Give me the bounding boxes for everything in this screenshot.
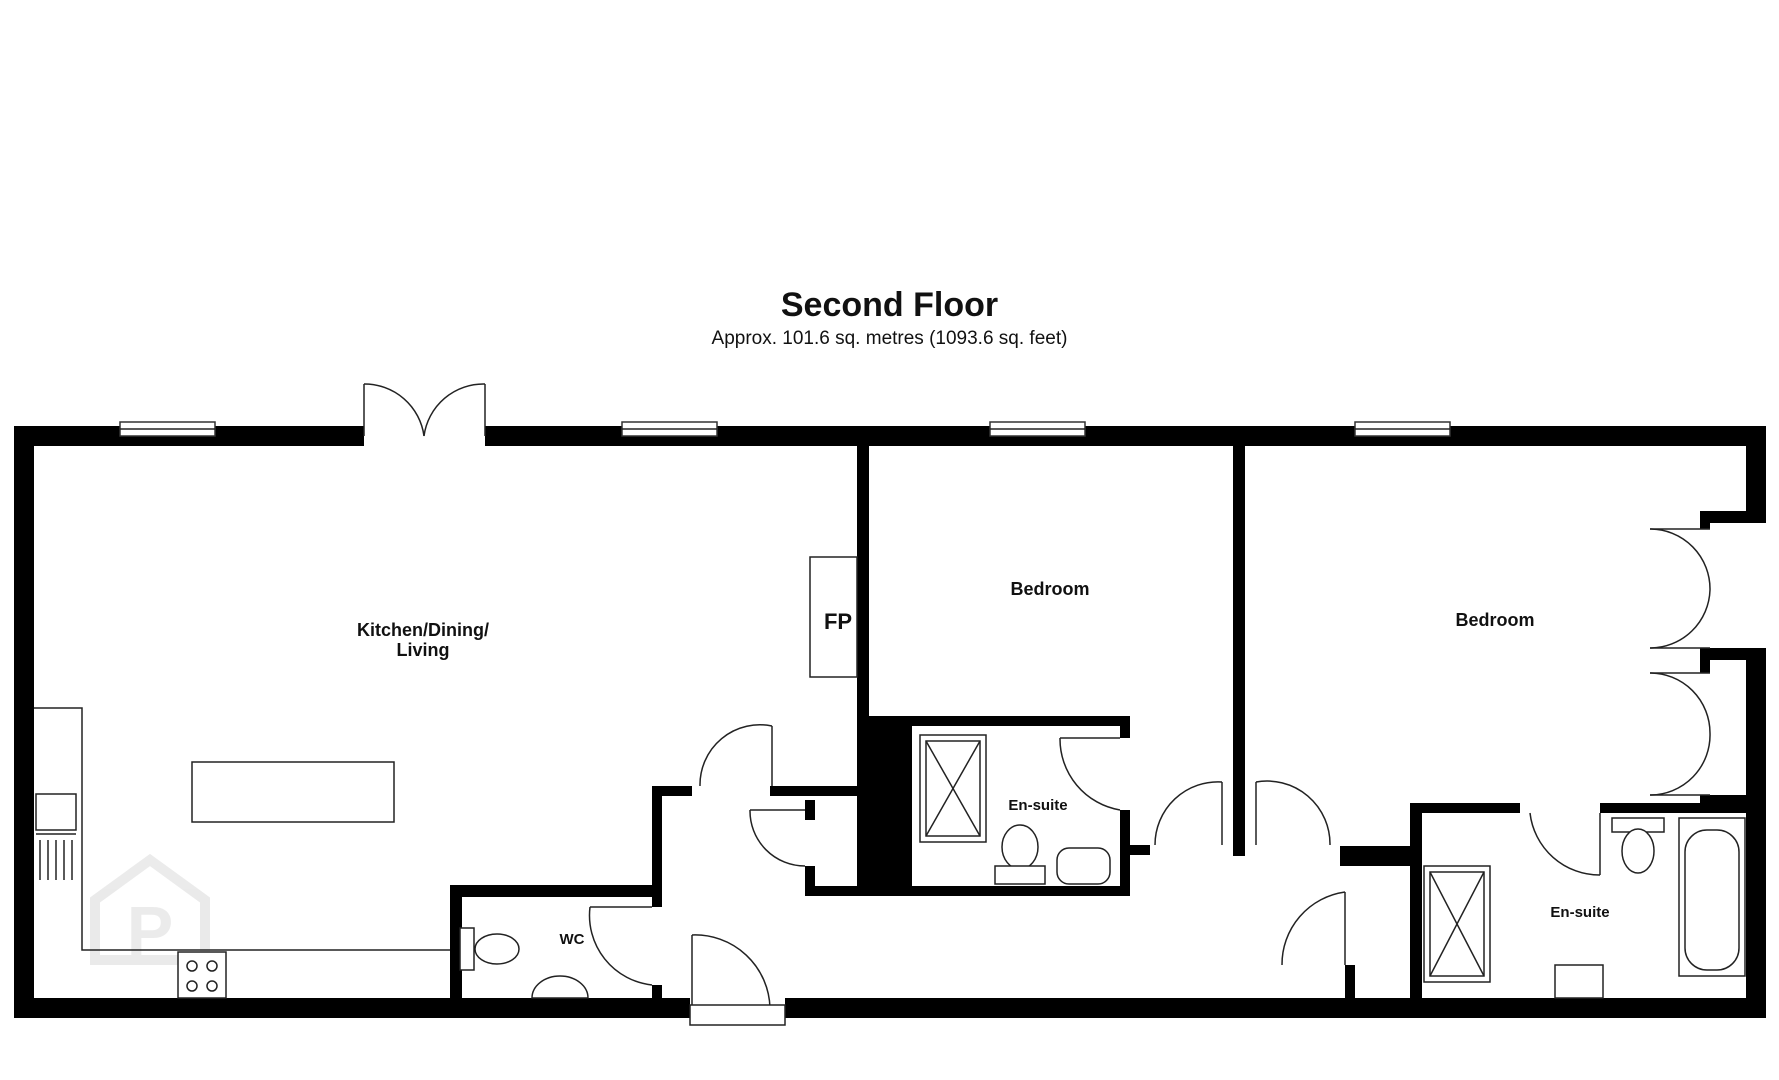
windows [119, 421, 1451, 437]
ensuite-1-label: En-suite [1008, 797, 1067, 814]
ensuite-2-label: En-suite [1550, 904, 1609, 921]
kitchen-fixtures [34, 556, 858, 999]
wc-label: WC [560, 931, 585, 948]
bathroom-fixtures [459, 734, 1746, 999]
kitchen-island [191, 761, 395, 823]
room-labels: Kitchen/Dining/ Living Bedroom Bedroom E… [357, 579, 1610, 948]
bedroom-1-label: Bedroom [1010, 579, 1089, 599]
kitchen-label-line2: Living [397, 640, 450, 660]
fireplace [809, 556, 858, 678]
fireplace-label: FP [824, 609, 852, 634]
kitchen-label-line1: Kitchen/Dining/ [357, 620, 489, 640]
kitchen-hob [177, 951, 227, 999]
doors [363, 383, 1711, 1026]
svg-text:P: P [127, 892, 174, 970]
bedroom-2-label: Bedroom [1455, 610, 1534, 630]
plan-title: Second Floor [780, 286, 999, 324]
interior-walls [450, 446, 1766, 1018]
plan-area-subtitle: Approx. 101.6 sq. metres (1093.6 sq. fee… [711, 328, 1068, 349]
kitchen-sink [35, 793, 77, 831]
